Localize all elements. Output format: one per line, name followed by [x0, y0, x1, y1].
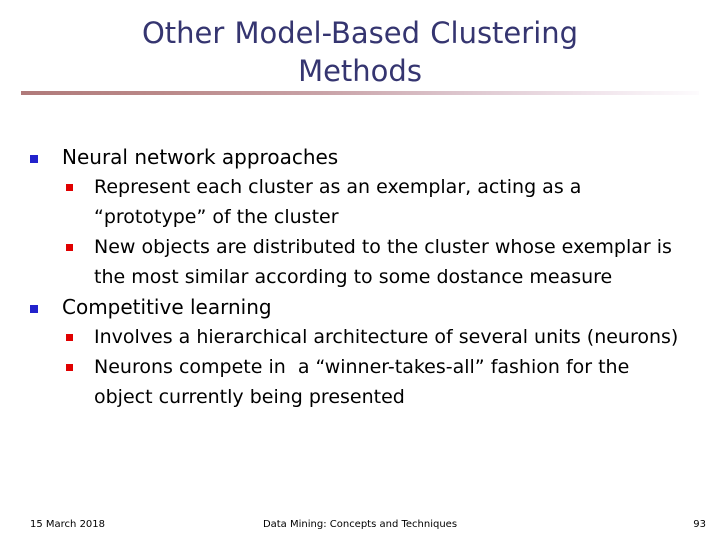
list-item: New objects are distributed to the clust…	[66, 232, 690, 292]
blue-square-bullet-icon	[30, 292, 62, 313]
red-square-bullet-icon	[66, 322, 94, 341]
list-item: Neural network approaches	[30, 142, 690, 172]
list-item-label: Competitive learning	[62, 295, 272, 319]
blue-square-bullet-icon	[30, 142, 62, 163]
list-item-label: Neurons compete in a “winner-takes-all” …	[94, 356, 636, 408]
red-square-bullet-icon	[66, 172, 94, 191]
page-title-line-2: Methods	[298, 54, 422, 88]
footer-date: 15 March 2018	[30, 519, 106, 530]
page-title-line-1: Other Model-Based Clustering	[141, 16, 579, 50]
slide-footer: 15 March 2018 Data Mining: Concepts and …	[0, 518, 720, 538]
footer-page-number: 93	[693, 519, 706, 530]
slide-title: Other Model-Based Clustering Methods	[60, 14, 660, 90]
list-item: Neurons compete in a “winner-takes-all” …	[66, 352, 690, 412]
list-item-label: Neural network approaches	[62, 145, 339, 169]
list-item-label: Involves a hierarchical architecture of …	[94, 326, 679, 348]
title-divider-rule	[21, 91, 699, 95]
slide-body: Neural network approaches Represent each…	[30, 142, 690, 412]
list-item-label: Represent each cluster as an exemplar, a…	[94, 176, 588, 228]
footer-title: Data Mining: Concepts and Techniques	[262, 519, 458, 530]
list-item: Involves a hierarchical architecture of …	[66, 322, 690, 352]
red-square-bullet-icon	[66, 232, 94, 251]
list-item: Competitive learning	[30, 292, 690, 322]
list-item: Represent each cluster as an exemplar, a…	[66, 172, 690, 232]
list-item-label: New objects are distributed to the clust…	[94, 236, 678, 288]
red-square-bullet-icon	[66, 352, 94, 371]
